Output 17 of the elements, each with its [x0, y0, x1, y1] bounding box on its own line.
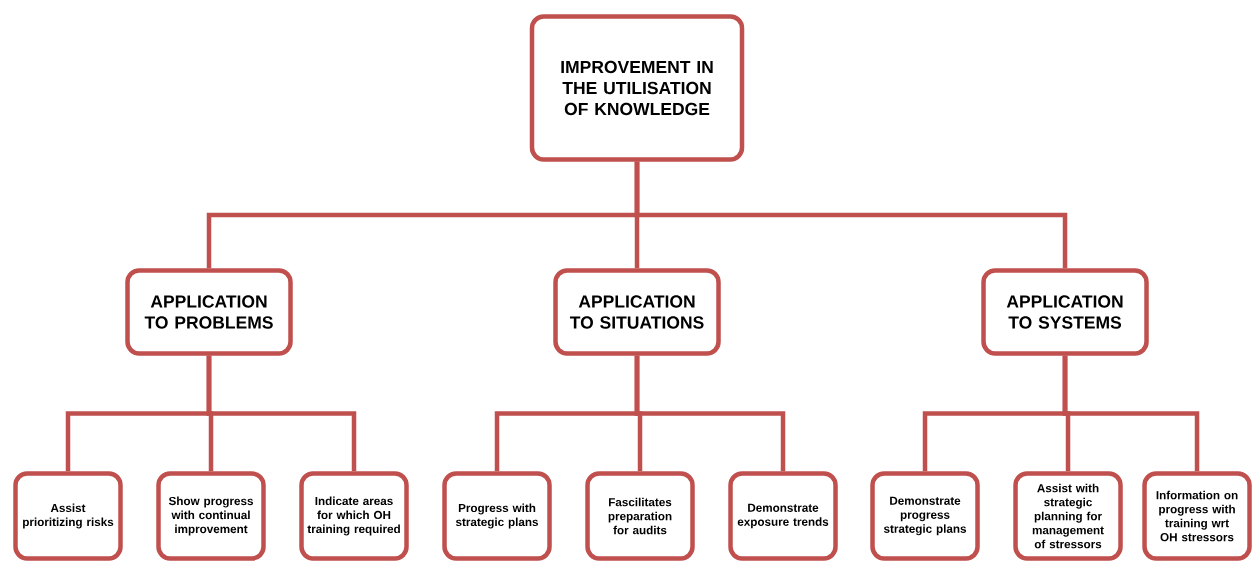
- item-box: Demonstrate progress strategic plans: [870, 471, 980, 561]
- item-box: Assist with strategic planning for management of stressors: [1013, 471, 1123, 561]
- root-box: IMPROVEMENT IN THE UTILISATION OF KNOWLEDGE: [529, 14, 745, 162]
- connector-line: [206, 355, 357, 472]
- connector-line: [634, 161, 1068, 269]
- category-box: APPLICATION TO SYSTEMS: [981, 268, 1149, 356]
- item-box: Show progress with continual improvement: [156, 471, 266, 561]
- item-box: Assist prioritizing risks: [13, 471, 123, 561]
- item-box: Progress with strategic plans: [442, 471, 552, 561]
- connector-line: [1062, 355, 1200, 472]
- category-box: APPLICATION TO SITUATIONS: [553, 268, 721, 356]
- category-box: APPLICATION TO PROBLEMS: [125, 268, 293, 356]
- item-box: Information on progress with training wrt OH stressors: [1142, 471, 1252, 561]
- item-box: Indicate areas for which OH training required: [299, 471, 409, 561]
- item-box: Demonstrate exposure trends: [728, 471, 838, 561]
- item-box: Fascilitates preparation for audits: [585, 471, 695, 561]
- connector-line: [634, 355, 786, 472]
